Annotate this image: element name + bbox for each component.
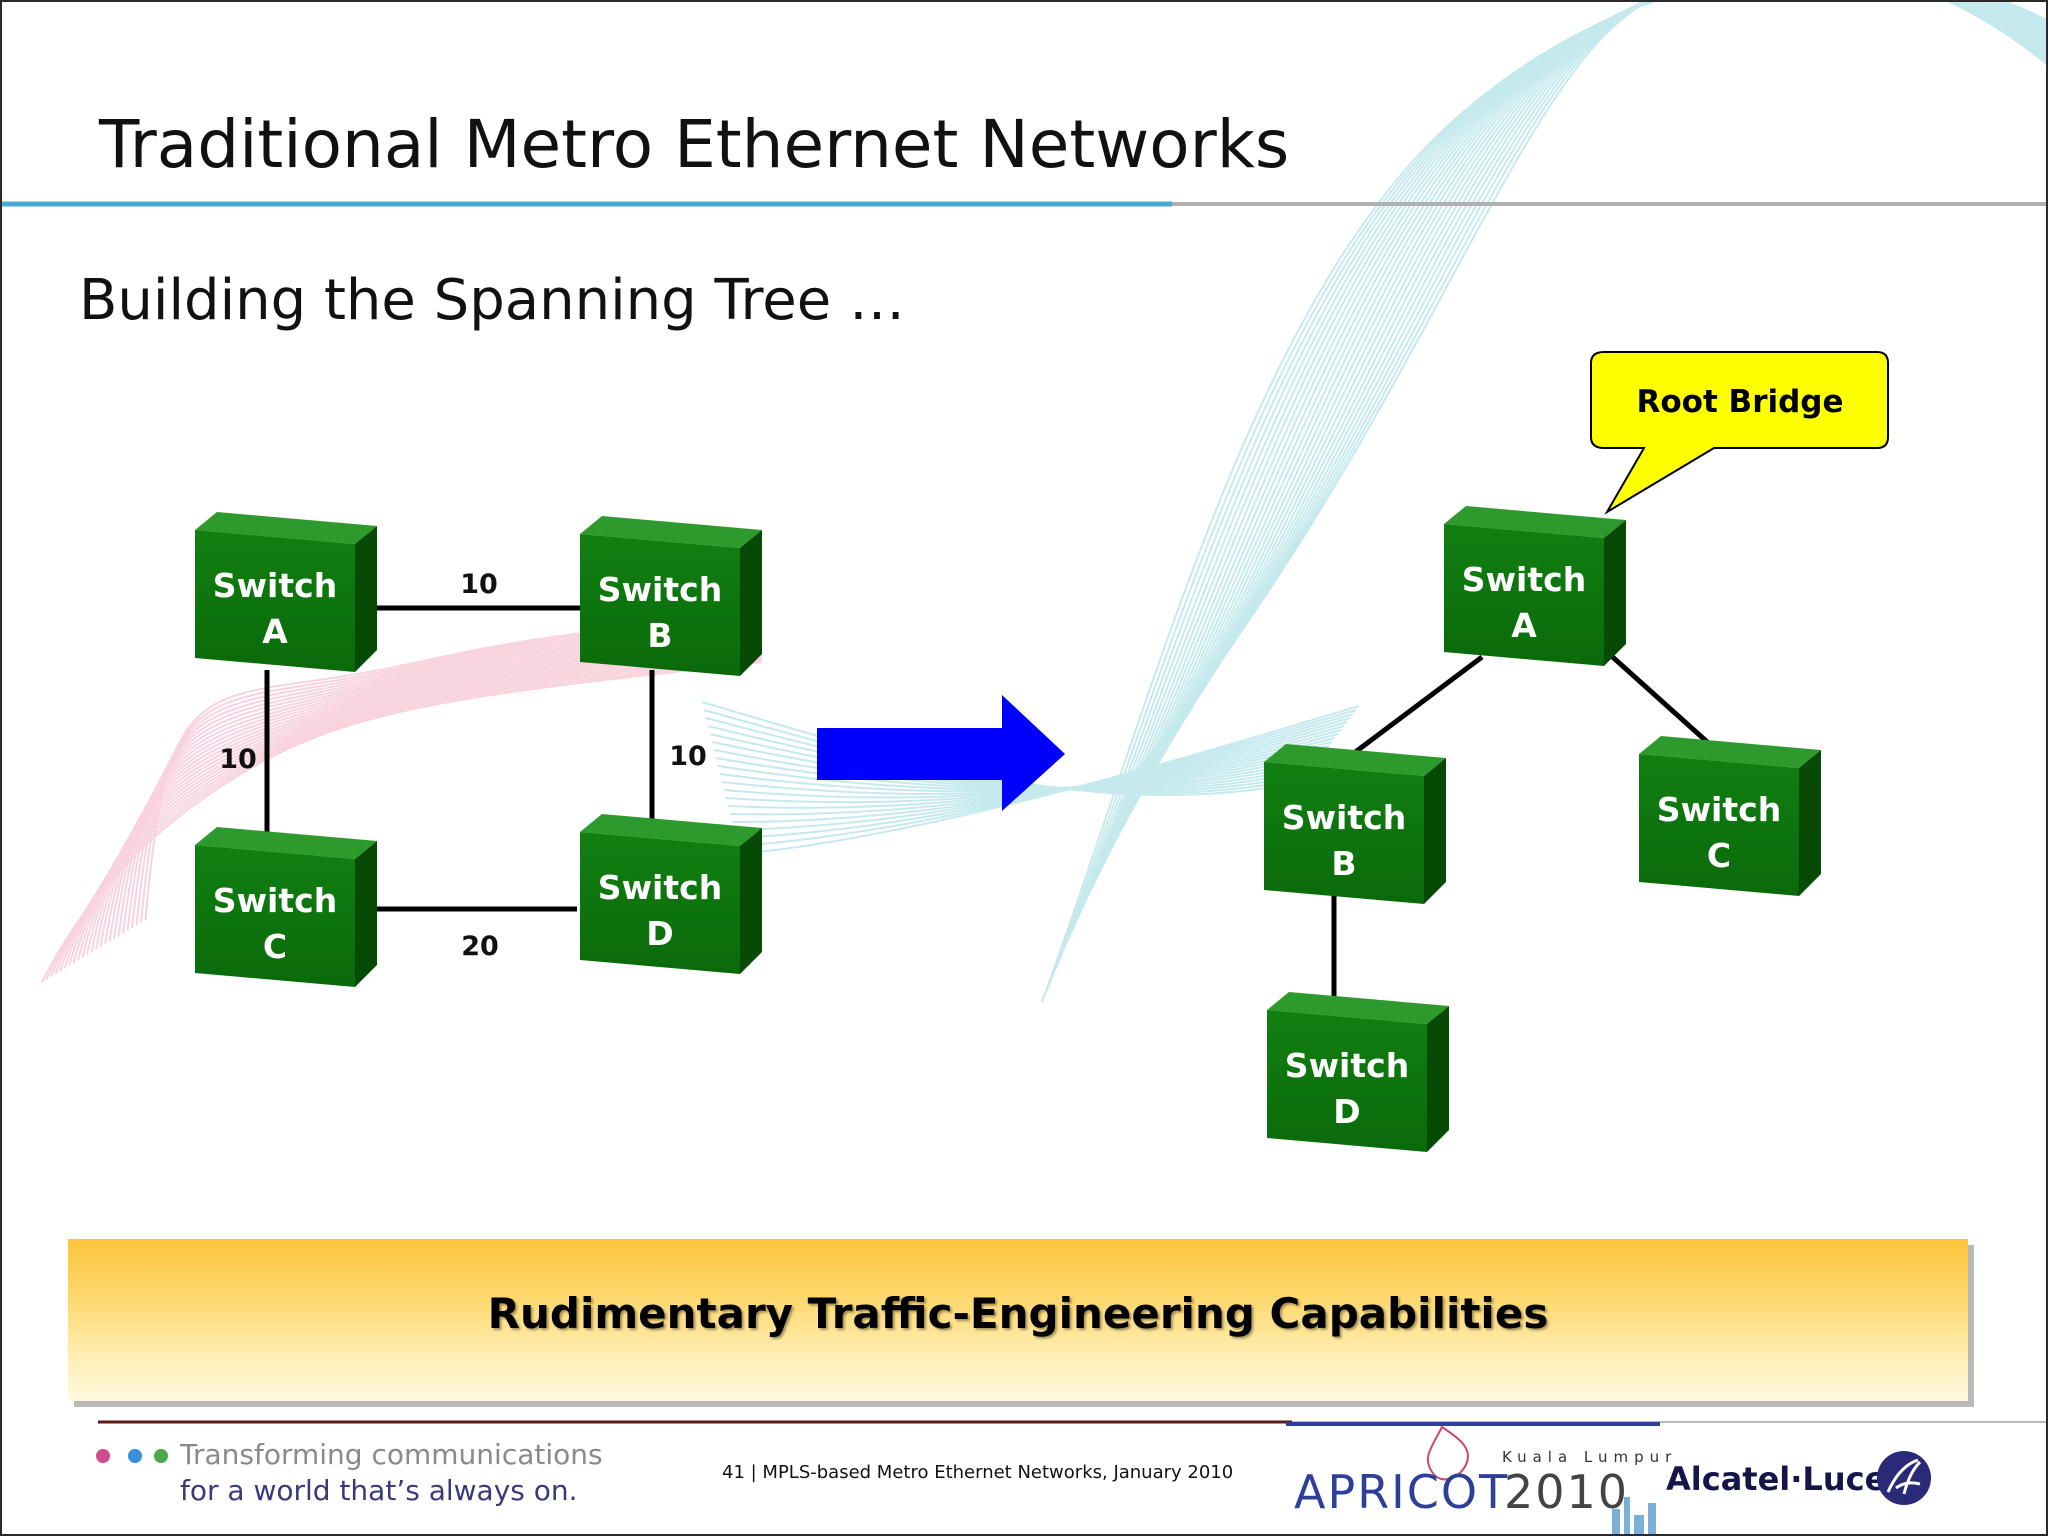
tree-link-a-b [1340,655,1484,764]
switch-side-face [740,530,762,676]
brand-dot-green [154,1449,168,1463]
switch-front-face [1639,754,1799,896]
tree-link-a-c [1605,650,1726,759]
switch-top-face [195,512,377,544]
switch-label: Switch [598,570,722,609]
switch-top-face [580,516,762,548]
switch-id-label: C [1707,836,1731,875]
switch-side-face [740,828,762,974]
cost-label-a-c: 10 [219,744,257,775]
switch-top-face [1264,744,1446,776]
tagline-line2: for a world that’s always on. [180,1474,578,1507]
switch-label: Switch [213,881,337,920]
apricot-year: 2010 [1504,1465,1630,1519]
slide-subtitle: Building the Spanning Tree … [79,268,905,333]
cost-label-a-b: 10 [460,569,498,600]
transform-arrow [817,695,1065,811]
switch-label: Switch [213,566,337,605]
switch-id-label: D [1333,1092,1360,1131]
cost-label-b-d: 10 [669,741,707,772]
switch-side-face [355,526,377,672]
switch-top-face [580,814,762,846]
banner-text: Rudimentary Traffic-Engineering Capabili… [487,1289,1549,1338]
footer-note: 41 | MPLS-based Metro Ethernet Networks,… [722,1462,1234,1483]
switch-top-face [195,827,377,859]
cost-label-c-d: 20 [461,931,499,962]
switch-side-face [1604,520,1626,666]
tagline-line1: Transforming communications [180,1438,603,1471]
switch-id-label: B [647,616,672,655]
switch-top-face [1267,992,1449,1024]
slide-title: Traditional Metro Ethernet Networks [99,106,1290,183]
switch-front-face [195,845,355,987]
switch-side-face [355,841,377,987]
switch-side-face [1427,1006,1449,1152]
switch-label: Switch [598,868,722,907]
apricot-city: Kuala Lumpur [1502,1448,1678,1466]
apricot-logo-graphic [1286,1422,1660,1534]
brand-dot-blue [128,1449,142,1463]
mesh-links [264,605,655,912]
switch-top-face [1639,736,1821,768]
switch-front-face [1264,762,1424,904]
switch-front-face [195,530,355,672]
switch-id-label: B [1331,844,1356,883]
switch-id-label: C [263,927,287,966]
switch-front-face [580,534,740,676]
switch-front-face [580,832,740,974]
switch-label: Switch [1462,560,1586,599]
callout-bubble [1590,351,1889,515]
apricot-name: APRICOT [1294,1465,1510,1519]
switch-front-face [1444,524,1604,666]
callout-label: Root Bridge [1636,384,1843,420]
switch-side-face [1424,758,1446,904]
summary-banner: Rudimentary Traffic-Engineering Capabili… [68,1239,1968,1401]
switch-front-face [1267,1010,1427,1152]
switch-side-face [1799,750,1821,896]
switch-label: Switch [1657,790,1781,829]
root-bridge-callout: Root Bridge [1590,351,1889,515]
alcatel-lucent-logo-icon [1877,1451,1931,1505]
switch-id-label: A [262,612,288,651]
switch-top-face [1444,506,1626,538]
switch-id-label: D [646,914,673,953]
switch-label: Switch [1285,1046,1409,1085]
switch-label: Switch [1282,798,1406,837]
tree-links [1331,650,1726,1014]
switch-id-label: A [1511,606,1537,645]
brand-dot-pink [96,1449,110,1463]
